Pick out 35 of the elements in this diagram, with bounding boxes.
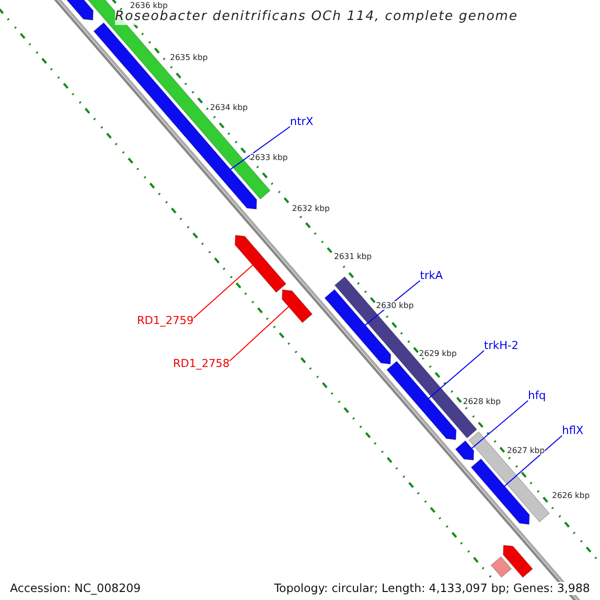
- scale-label: 2634 kbp: [210, 103, 248, 112]
- scale-label: 2635 kbp: [170, 53, 208, 62]
- gene-feature: [234, 234, 287, 293]
- gene-label: hflX: [562, 425, 584, 438]
- gene-label: RD1_2758: [173, 358, 230, 371]
- scale-label: 2632 kbp: [292, 204, 330, 214]
- gene-label: trkA: [420, 270, 443, 283]
- gene-feature: [282, 289, 313, 324]
- gene-label: ntrX: [290, 116, 314, 129]
- feature-bar: [490, 556, 512, 578]
- gene-label: trkH-2: [484, 340, 518, 353]
- gene-feature: [454, 440, 474, 461]
- leader-line: [504, 435, 562, 487]
- genome-stats-text: Topology: circular; Length: 4,133,097 bp; Genes: 3,988: [274, 582, 590, 596]
- gene-label: hfq: [528, 390, 546, 403]
- gene-feature: [502, 544, 534, 578]
- leader-line: [229, 306, 290, 362]
- leader-line: [193, 264, 254, 318]
- leader-line: [230, 126, 290, 170]
- accession-text: Accession: NC_008209: [10, 582, 141, 596]
- scale-label: 2626 kbp: [552, 491, 590, 500]
- scale-label: 2628 kbp: [463, 397, 501, 406]
- scale-label: 2629 kbp: [419, 349, 457, 358]
- scale-label: 2633 kbp: [250, 153, 288, 162]
- gene-label: RD1_2759: [137, 315, 194, 328]
- scale-label: 2627 kbp: [507, 446, 545, 456]
- scale-label: 2636 kbp: [130, 1, 168, 10]
- map-title: Roseobacter denitrificans OCh 114, complete genome: [115, 10, 518, 25]
- gene-feature: [470, 458, 530, 525]
- leader-line: [428, 350, 484, 399]
- scale-label: 2631 kbp: [334, 252, 372, 262]
- gene-feature: [386, 360, 457, 440]
- leader-line: [471, 400, 528, 449]
- scale-label: 2630 kbp: [376, 301, 414, 310]
- feature-bar: [468, 431, 550, 522]
